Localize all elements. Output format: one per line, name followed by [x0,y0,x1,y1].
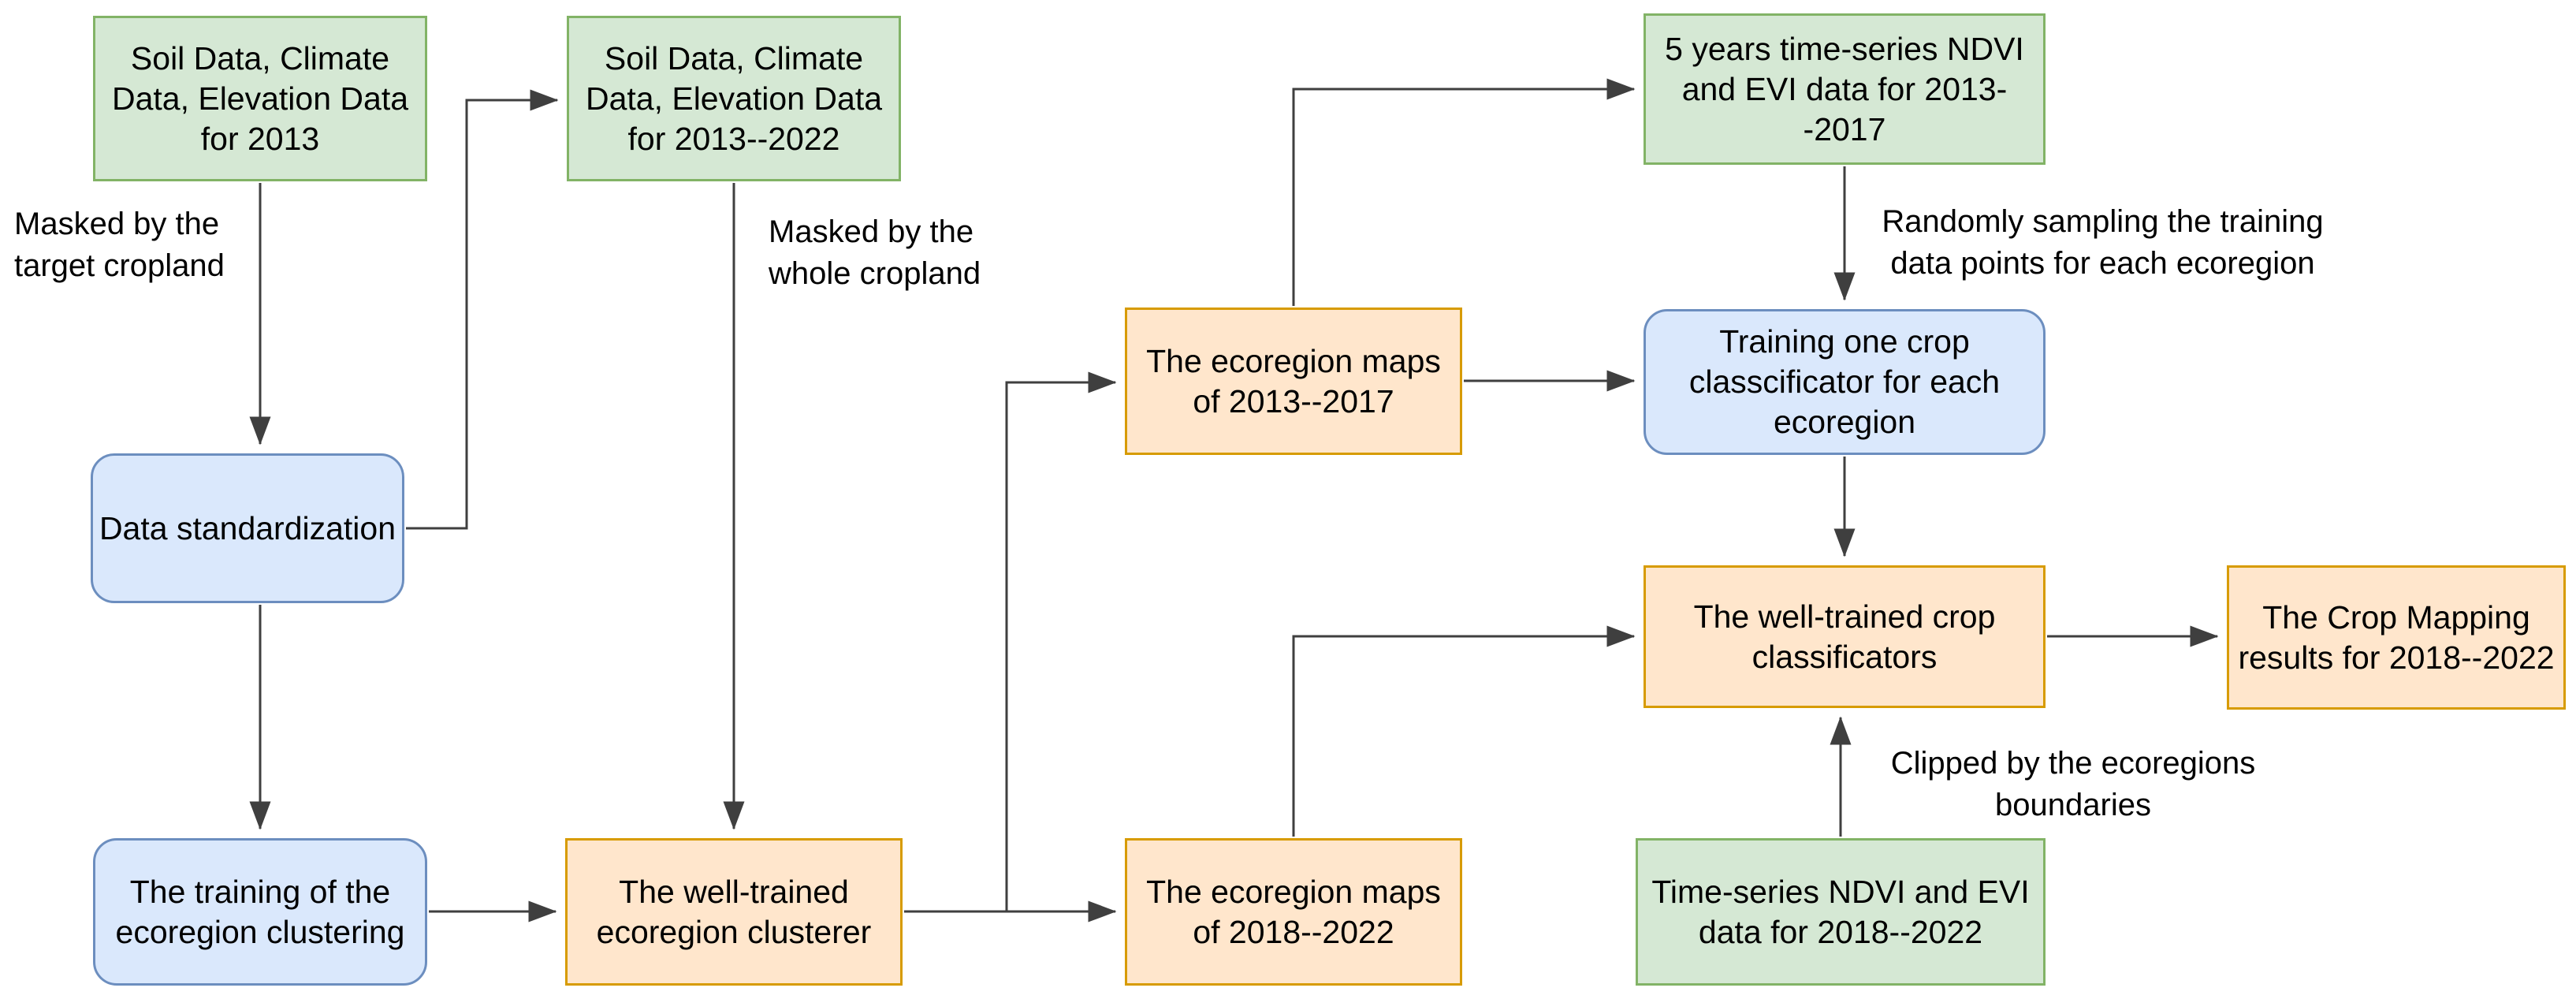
node-ndvi-evi-2013-2017: 5 years time-series NDVI and EVI data fo… [1644,13,2046,165]
node-soil-data-2013-2022: Soil Data, Climate Data, Elevation Data … [567,16,901,181]
node-training-ecoregion-clustering: The training of the ecoregion clustering [93,838,427,986]
node-training-one-crop-classificator: Training one crop classcificator for eac… [1644,309,2046,455]
node-soil-data-2013: Soil Data, Climate Data, Elevation Data … [93,16,427,181]
node-well-trained-ecoregion-clusterer: The well-trained ecoregion clusterer [565,838,903,986]
edge-label-randomly-sampling: Randomly sampling the training data poin… [1882,204,2324,281]
edge-label-clipped-by-ecoregions: Clipped by the ecoregions boundaries [1890,746,2256,822]
node-ecoregion-maps-2013-2017: The ecoregion maps of 2013--2017 [1125,308,1462,455]
node-ndvi-evi-2018-2022: Time-series NDVI and EVI data for 2018--… [1636,838,2046,986]
node-ecoregion-maps-2018-2022: The ecoregion maps of 2018--2022 [1125,838,1462,986]
edge-maps20132017-to-ndvi20132017 [1292,78,1636,306]
edge-label-masked-by-target-cropland: Masked by the target cropland [14,207,225,283]
edge-standardization-to-soil20132022 [406,89,559,530]
edge-maps20182022-to-cropclassificators [1292,625,1636,837]
node-crop-mapping-results: The Crop Mapping results for 2018--2022 [2227,565,2566,710]
edge-label-masked-by-whole-cropland: Masked by the whole cropland [769,214,981,291]
edge-clusterer-to-maps20132017 [1005,371,1117,911]
node-data-standardization: Data standardization [91,453,404,603]
node-well-trained-crop-classificators: The well-trained crop classificators [1644,565,2046,708]
